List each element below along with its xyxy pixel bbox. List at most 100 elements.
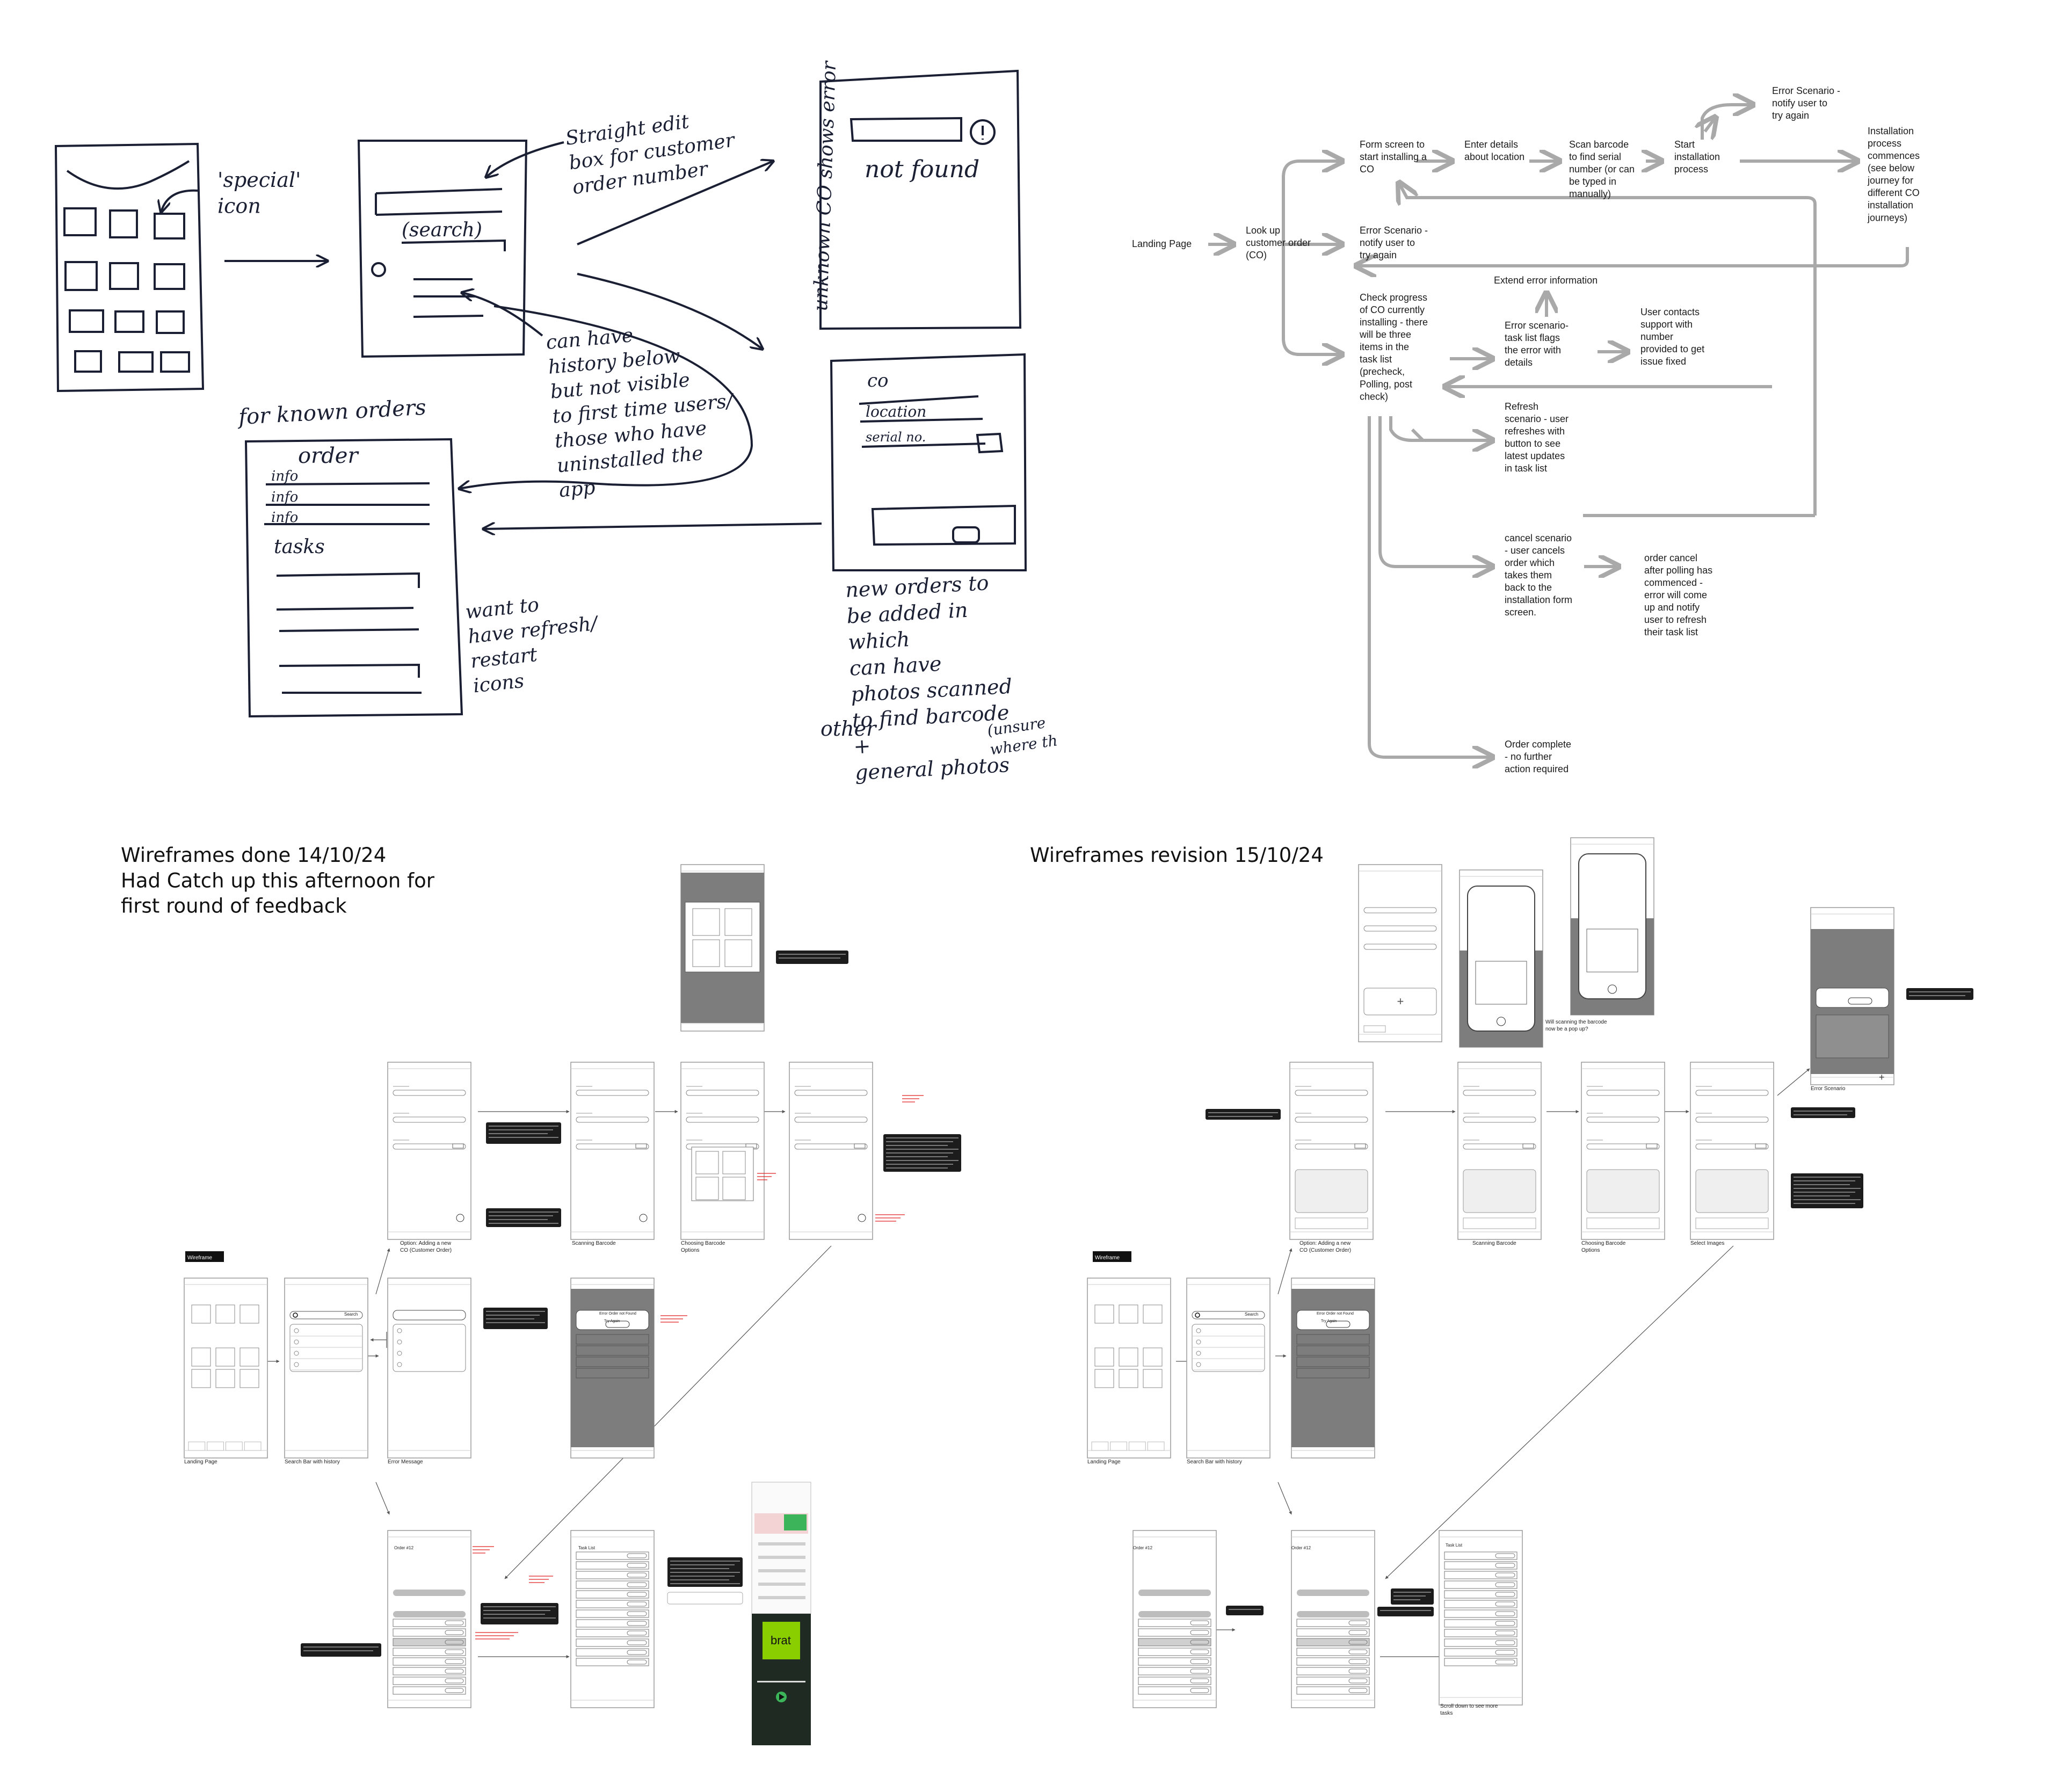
location-sketch-text: location bbox=[866, 403, 926, 420]
wf1-tooltip-form bbox=[486, 1122, 561, 1144]
other-sketch-text: other bbox=[821, 717, 877, 741]
history-clock-icon bbox=[294, 1351, 299, 1356]
plus-icon[interactable]: + bbox=[1879, 1072, 1885, 1083]
wf1-choosing-screen bbox=[680, 1062, 765, 1240]
wf2-try-again[interactable]: Try Again bbox=[1321, 1319, 1337, 1323]
wf2-order-detail-screen bbox=[1291, 1530, 1375, 1708]
wf2-tooltip-form bbox=[1206, 1109, 1281, 1120]
camera-icon[interactable] bbox=[639, 1214, 648, 1222]
wf1-tooltip-error bbox=[483, 1308, 548, 1329]
wf1-tooltip-order bbox=[301, 1643, 381, 1657]
camera-icon[interactable] bbox=[456, 1214, 464, 1222]
order-info-line: info bbox=[271, 468, 298, 484]
wf1-error-card-text: Error Order not Found bbox=[599, 1312, 636, 1316]
wireframe-tag-text: Wireframe bbox=[187, 1255, 213, 1261]
flow-extend-error: Extend error information bbox=[1494, 275, 1598, 286]
known-orders-note: for known orders bbox=[236, 395, 427, 430]
refresh-note: want tohave refresh/restarticons bbox=[464, 587, 606, 697]
history-clock-icon bbox=[294, 1339, 299, 1345]
wireframe-tag bbox=[185, 1251, 224, 1262]
wf1-popup-screen bbox=[680, 864, 765, 1032]
new-orders-note: new orders tobe added inwhichcan havepho… bbox=[845, 570, 1017, 785]
history-clock-icon bbox=[1196, 1328, 1201, 1333]
wf1-red-note bbox=[475, 1632, 518, 1639]
wf2-landing-screen bbox=[1087, 1278, 1171, 1459]
history-clock-icon bbox=[294, 1328, 299, 1333]
wf2-order-title: Order #12 bbox=[1291, 1546, 1311, 1550]
camera-icon[interactable] bbox=[858, 1214, 866, 1222]
wf2-label-search: Search Bar with history bbox=[1187, 1459, 1242, 1465]
flow-landing-page: Landing Page bbox=[1132, 238, 1192, 249]
wf2-search-screen bbox=[1186, 1278, 1270, 1459]
camera-icon[interactable] bbox=[1608, 984, 1617, 994]
wf1-scanning-screen bbox=[570, 1062, 655, 1240]
wf2-search-button[interactable]: Search bbox=[1245, 1312, 1258, 1317]
plus-icon[interactable]: + bbox=[1397, 995, 1404, 1008]
wf2-scan-popup-screen bbox=[1459, 869, 1543, 1048]
wf1-try-again[interactable]: Try Again bbox=[604, 1319, 620, 1323]
wf1-red-note bbox=[473, 1546, 494, 1554]
wireframe-tag-text: Wireframe bbox=[1095, 1255, 1120, 1261]
wf1-tooltip-camera bbox=[486, 1208, 561, 1227]
wireframes-v1: Wireframe Landing Page Search Bar with h… bbox=[184, 864, 961, 1745]
search-icon[interactable] bbox=[293, 1312, 298, 1318]
wf2-choosing-screen bbox=[1581, 1062, 1665, 1240]
sketch-search-phone bbox=[357, 140, 528, 358]
wf2-label-select-images: Select Images bbox=[1690, 1240, 1724, 1246]
search-box-sketch-text: (search) bbox=[402, 219, 482, 241]
order-sketch-text: order bbox=[298, 444, 359, 468]
wf1-label-landing: Landing Page bbox=[184, 1459, 217, 1465]
hand-sketch-area: 'special'icon (search) Straight editbox … bbox=[54, 60, 1058, 785]
wf2-order-screen bbox=[1132, 1530, 1217, 1708]
sketch-not-found-phone bbox=[819, 69, 1022, 330]
wf1-tooltip-popup bbox=[776, 951, 848, 964]
wf2-tooltip-images bbox=[1791, 1173, 1863, 1208]
wf2-tooltip-error bbox=[1906, 988, 1973, 1000]
wf2-scanning-screen bbox=[1457, 1062, 1542, 1240]
wf1-error-overlay-screen bbox=[570, 1278, 655, 1459]
wf1-search-button[interactable]: Search bbox=[344, 1312, 358, 1317]
wf2-select-images-screen bbox=[1690, 1062, 1774, 1240]
edit-box-note: Straight editbox for customerorder numbe… bbox=[564, 105, 740, 199]
wf2-order-title: Order #12 bbox=[1133, 1546, 1153, 1550]
wf1-tasklist-screen bbox=[570, 1530, 655, 1708]
tasks-sketch-text: tasks bbox=[274, 536, 325, 558]
wf1-search-screen bbox=[284, 1278, 368, 1459]
wf1-order-screen bbox=[387, 1530, 471, 1708]
wf2-error-card-text: Error Order not Found bbox=[1317, 1312, 1354, 1316]
wf1-red-note bbox=[529, 1576, 553, 1583]
wf2-tooltip-select bbox=[1791, 1107, 1855, 1118]
sketch-landing-phone bbox=[54, 142, 205, 393]
search-icon[interactable] bbox=[1195, 1312, 1200, 1318]
unknown-co-note: unknown CO shows error bbox=[810, 60, 840, 312]
wf2-label-scanning: Scanning Barcode bbox=[1472, 1240, 1516, 1246]
wireframes-v2: Wireframe ++ Landing Page Search Bar wit… bbox=[1087, 837, 1973, 1716]
wf2-label-error-scenario: Error Scenario bbox=[1811, 1086, 1846, 1092]
wf1-error-screen bbox=[387, 1278, 471, 1459]
wf1-form-screen bbox=[387, 1062, 471, 1240]
wf1-task-list-title: Task List bbox=[578, 1546, 596, 1550]
history-clock-icon bbox=[294, 1362, 299, 1367]
wf2-task-list-title: Task List bbox=[1446, 1543, 1463, 1548]
album-cover bbox=[763, 1622, 800, 1659]
camera-icon[interactable] bbox=[1497, 1017, 1506, 1026]
wf1-tooltip-choice bbox=[883, 1134, 961, 1172]
wf2-tasklist-screen bbox=[1439, 1530, 1523, 1706]
wireframe-tag bbox=[1093, 1251, 1131, 1262]
